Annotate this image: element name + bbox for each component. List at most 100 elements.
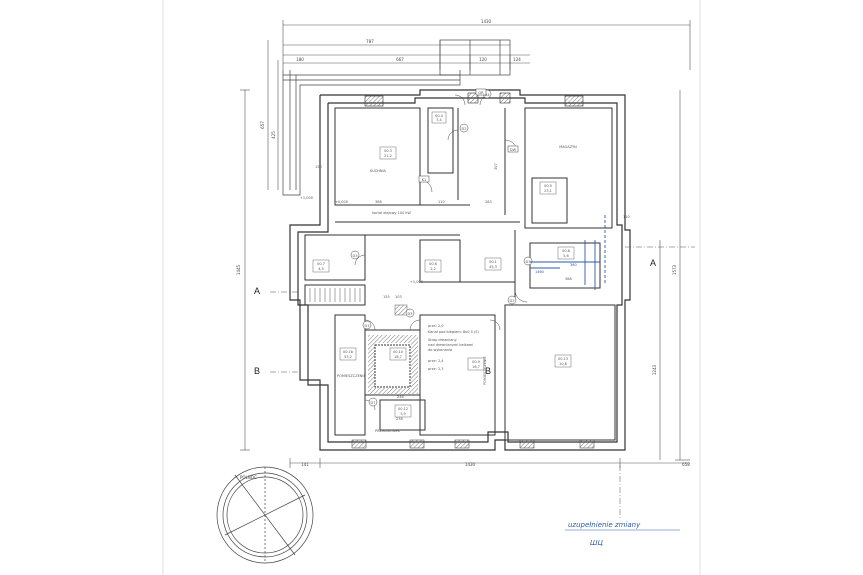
section-marker-b-mid: B	[485, 366, 491, 376]
section-marker-a-left: A	[254, 286, 260, 296]
svg-text:23,1: 23,1	[544, 189, 552, 193]
svg-text:KUCHNIA: KUCHNIA	[370, 169, 386, 173]
boiler-note: kocioł olejowy 100 kW	[372, 211, 411, 215]
dim-left-total: 1445	[236, 264, 241, 275]
door-tags	[350, 89, 533, 407]
svg-text:00.13: 00.13	[558, 357, 568, 361]
stairs-note: Kanał pod biegiem: 8x0,5 (Ś)	[428, 329, 480, 334]
dim-inner: 110	[438, 200, 445, 204]
level-marker: +1,000	[300, 196, 313, 200]
code-label: DW	[510, 148, 517, 152]
stairs	[309, 288, 361, 302]
door-tag-label: D3	[526, 260, 531, 264]
svg-text:5,6: 5,6	[563, 254, 569, 258]
door-tag-label: D3	[408, 312, 413, 316]
svg-text:45,3: 45,3	[489, 265, 497, 269]
compass-label: PÓŁNOC	[240, 475, 257, 480]
left-dimensions	[240, 40, 279, 451]
dim-top-right-b: 124	[513, 57, 521, 62]
room-label: 00.4 3,4	[431, 111, 447, 124]
handwritten-signature: ШЦ	[590, 539, 603, 547]
bottom-niches	[351, 439, 595, 449]
svg-text:00.4: 00.4	[435, 114, 444, 118]
dim-right-total: 1573	[672, 264, 677, 275]
room-label: 00.9 16,7	[467, 357, 485, 371]
dim-inner: 388	[565, 277, 572, 281]
level-marker: +0,000	[335, 200, 348, 204]
code-boxes	[418, 88, 519, 183]
door-tag-label: D3	[353, 254, 358, 258]
right-dimensions	[659, 90, 690, 461]
room-label: 00.5 23,1 MAGAZYN	[539, 145, 577, 195]
dim-bottom-left: 141	[301, 462, 309, 467]
code-label: K1	[422, 178, 427, 182]
code-label: DR	[478, 91, 484, 95]
room-label: 00.3 21,2 KUCHNIA	[370, 146, 397, 173]
shaft-hatch	[368, 388, 418, 394]
dim-top-right-a: 120	[479, 57, 487, 62]
level-marker: +1,000	[410, 280, 423, 284]
dim-bottom-total: 1430	[465, 462, 476, 467]
svg-text:00.1: 00.1	[489, 260, 497, 264]
svg-text:00.7: 00.7	[317, 262, 325, 266]
dim-inner: 103	[395, 295, 402, 299]
blue-annotations	[530, 215, 606, 290]
wall-tag: PRZEDSIONEK	[375, 429, 401, 433]
stairs-note: Strop drewniany	[428, 338, 457, 342]
dim-right-lower: 1243	[652, 364, 657, 375]
dim-inner: 110	[623, 215, 630, 219]
shaft-hatch	[368, 335, 418, 343]
dim-inner: 155	[383, 295, 390, 299]
chimney	[564, 95, 584, 107]
stairs-note: do wykonania	[428, 348, 452, 352]
wall-tag: POMIESZCZENIE	[483, 356, 487, 385]
dim-left-upper: 657	[260, 121, 265, 129]
svg-text:00.5: 00.5	[544, 184, 552, 188]
room-label: 00.7 4,5	[312, 259, 330, 273]
door-tag-label: D3	[510, 299, 515, 303]
bottom-dimensions	[289, 458, 690, 468]
stairs-note: prze: 2,4	[428, 359, 444, 363]
svg-text:21,2: 21,2	[384, 154, 392, 158]
room-label: 00.13 10,8	[554, 354, 572, 368]
dim-top-left: 787	[366, 39, 374, 44]
blue-dim: 1460	[535, 270, 544, 274]
stairs-note: prze: 2,3	[428, 367, 444, 371]
dim-top-mid: 667	[396, 57, 404, 62]
dim-inner: 388	[375, 200, 382, 204]
wall-tag: POMIESZCZENIE	[337, 374, 366, 378]
svg-text:00.7b: 00.7b	[343, 350, 354, 354]
compass-rose	[216, 466, 314, 564]
door-tag-label: D2	[462, 127, 467, 131]
section-lines	[270, 246, 695, 520]
svg-text:18,7: 18,7	[394, 355, 402, 359]
column-hatch	[394, 304, 408, 316]
chimney	[467, 92, 479, 104]
door-tag-label: D7	[371, 401, 376, 405]
svg-text:00.12: 00.12	[398, 407, 408, 411]
section-marker-b-left: B	[254, 366, 260, 376]
blue-dim: 380	[570, 263, 577, 267]
svg-text:00.10: 00.10	[393, 350, 403, 354]
svg-text:3,9: 3,9	[400, 412, 406, 416]
dim-inner: 238	[396, 417, 403, 421]
handwritten-note: uzupełnienie zmiany	[568, 521, 641, 529]
top-dimensions	[282, 20, 691, 70]
dim-inner: 246	[397, 395, 404, 399]
room-label: 00.8 5,6	[557, 246, 575, 260]
door-tag-label: D1	[365, 324, 370, 328]
room-label: 00.1 45,3	[484, 257, 502, 271]
svg-text:10,8: 10,8	[559, 362, 567, 366]
interior-walls	[304, 107, 616, 441]
section-marker-a-right: A	[650, 258, 656, 268]
svg-text:16,7: 16,7	[472, 365, 480, 369]
dim-bottom-right: 658	[682, 462, 690, 467]
svg-text:00.9: 00.9	[472, 360, 480, 364]
chimney	[364, 95, 384, 107]
dim-inner: 283	[485, 200, 492, 204]
room-label: 00.12 3,9	[394, 404, 412, 418]
stairs-note: nad drewnianymi belkami	[428, 343, 473, 347]
svg-text:00.6: 00.6	[429, 262, 437, 266]
